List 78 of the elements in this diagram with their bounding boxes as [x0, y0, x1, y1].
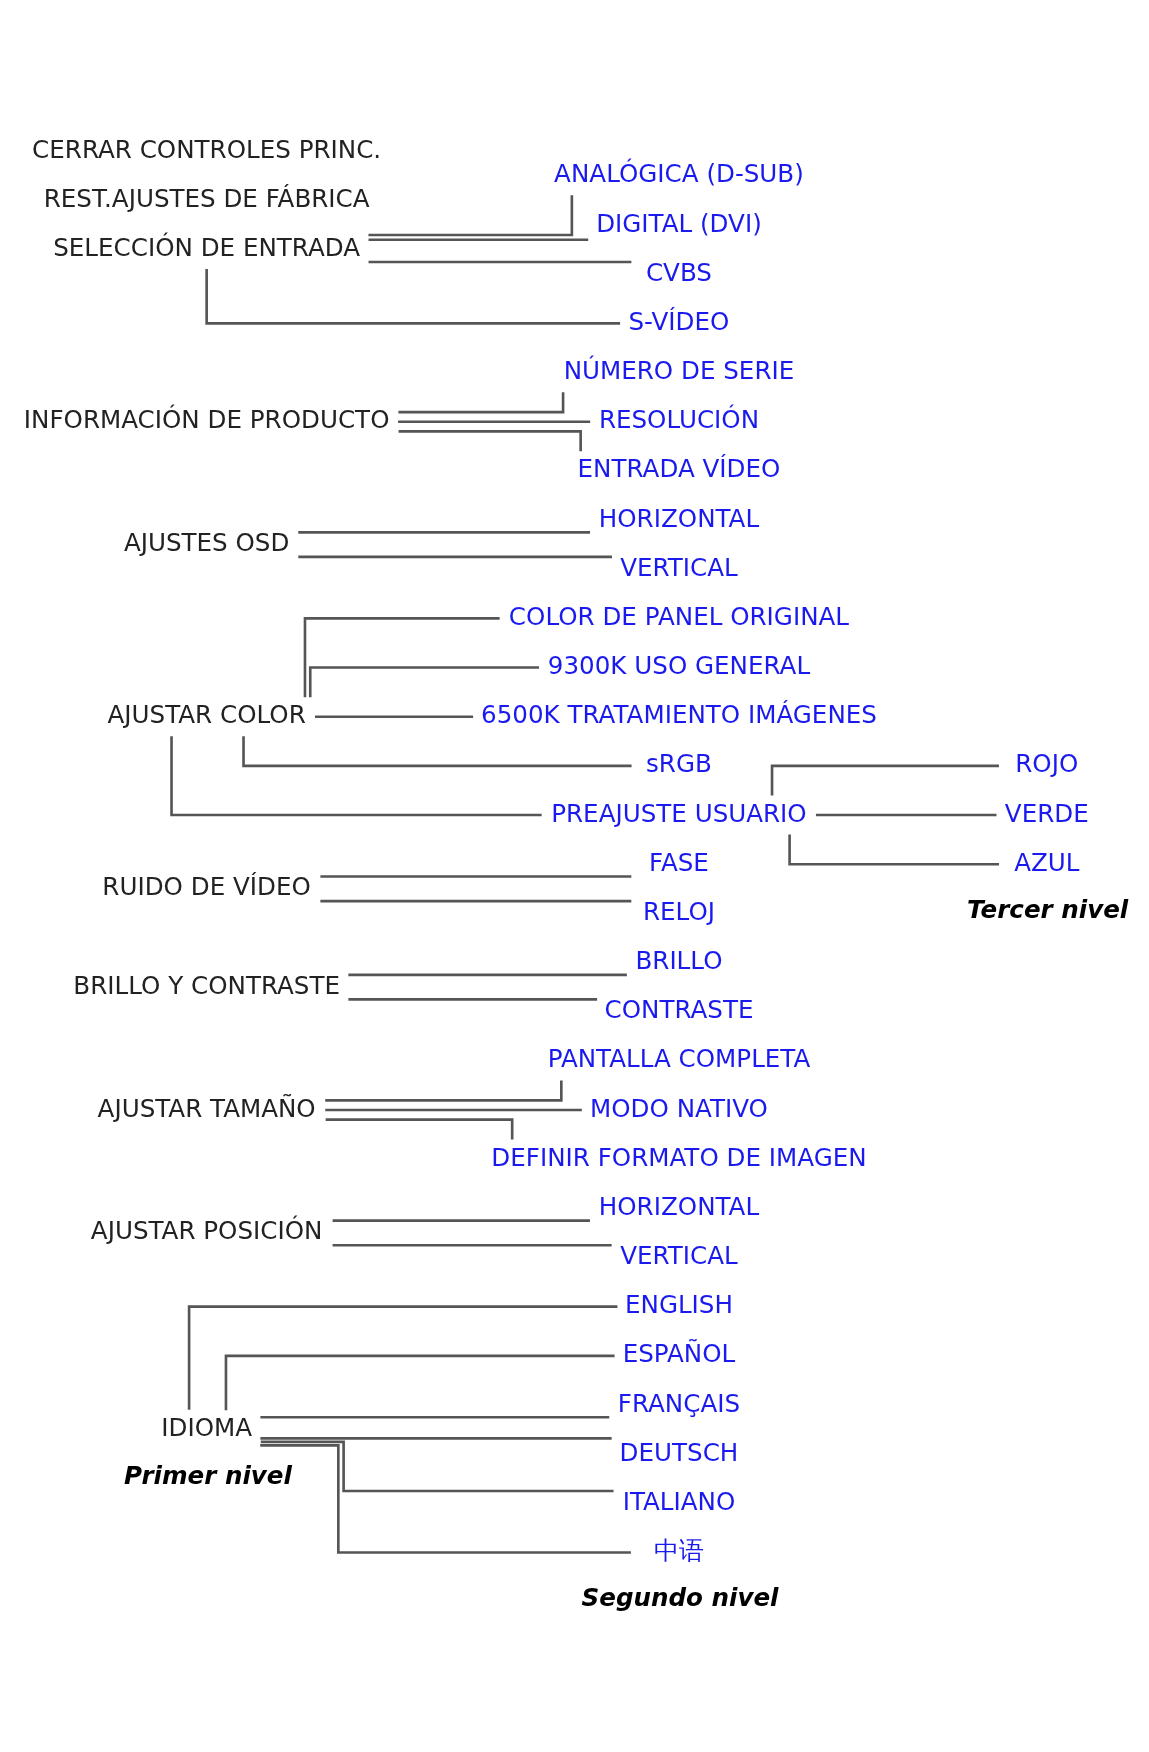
node-text: PANTALLA COMPLETA — [547, 1043, 811, 1073]
node-text: DIGITAL (DVI) — [596, 208, 762, 238]
node-text: AJUSTAR COLOR — [107, 699, 306, 729]
node-text: ENGLISH — [624, 1289, 733, 1319]
node-text: IDIOMA — [161, 1412, 253, 1442]
node-text: SELECCIÓN DE ENTRADA — [53, 232, 361, 262]
node-text: AJUSTES OSD — [123, 527, 290, 557]
connector — [260, 1443, 631, 1554]
connector — [815, 813, 997, 816]
connector — [320, 899, 632, 902]
node-text: FRANÇAIS — [617, 1388, 741, 1417]
connector — [348, 973, 627, 976]
connector — [325, 1108, 582, 1111]
node-text: VERTICAL — [620, 1240, 738, 1270]
label: Primer nivel — [124, 1459, 292, 1489]
node-text: BRILLO — [635, 945, 723, 975]
connector — [260, 1436, 612, 1440]
connector — [368, 260, 632, 263]
connector — [315, 714, 474, 718]
label: Tercer nivel — [966, 894, 1129, 924]
node-text: NÚMERO DE SERIE — [563, 355, 795, 385]
node-text: DEUTSCH — [619, 1437, 739, 1467]
connector — [260, 1415, 610, 1419]
node-text: 中语 — [653, 1535, 704, 1565]
node-text: ITALIANO — [622, 1486, 736, 1516]
label: REST.AJUSTES DE FÁBRICA — [43, 183, 370, 213]
node-text: ANALÓGICA (D-SUB) — [554, 158, 804, 188]
connector — [368, 194, 574, 236]
connector — [224, 1354, 615, 1410]
node-text: VERDE — [1004, 798, 1089, 828]
node-text: BRILLO Y CONTRASTE — [73, 970, 340, 1000]
connector — [170, 735, 542, 816]
label: Segundo nivel — [581, 1582, 779, 1612]
node-text: 6500K TRATAMIENTO IMÁGENES — [481, 699, 877, 729]
connector — [260, 1440, 614, 1492]
node-text: HORIZONTAL — [598, 1191, 760, 1221]
node-text: INFORMACIÓN DE PRODUCTO — [23, 404, 390, 434]
connector — [332, 1243, 612, 1247]
connector — [308, 665, 540, 697]
node-text: FASE — [649, 847, 709, 877]
label: CERRAR CONTROLES PRINC. — [32, 134, 382, 164]
node-text: CVBS — [645, 257, 712, 287]
connector — [398, 391, 565, 413]
node-text: AZUL — [1014, 847, 1080, 877]
connector — [242, 735, 632, 767]
node-text: AJUSTAR POSICIÓN — [90, 1215, 323, 1245]
node-text: RESOLUCIÓN — [598, 404, 760, 434]
connector — [205, 268, 621, 325]
node-text: ESPAÑOL — [622, 1338, 736, 1368]
node-text: AJUSTAR TAMAÑO — [97, 1093, 316, 1123]
node-text: sRGB — [646, 748, 712, 778]
node-text: RELOJ — [642, 896, 715, 926]
connector — [368, 237, 589, 241]
node-text: RUIDO DE VÍDEO — [102, 871, 311, 901]
connector — [298, 555, 612, 558]
connector — [332, 1218, 590, 1222]
node-text: 9300K USO GENERAL — [547, 650, 811, 680]
node-text: DEFINIR FORMATO DE IMAGEN — [491, 1142, 867, 1172]
node-text: CONTRASTE — [604, 994, 754, 1024]
connector — [348, 997, 598, 1001]
node-text: VERTICAL — [620, 552, 738, 582]
connector — [303, 616, 500, 697]
node-text: S-VÍDEO — [628, 306, 730, 336]
node-text: COLOR DE PANEL ORIGINAL — [508, 601, 850, 631]
node-text: ROJO — [1015, 748, 1079, 778]
connector — [788, 834, 1000, 866]
connector — [398, 429, 582, 451]
connector — [320, 874, 632, 878]
connector — [325, 1117, 514, 1139]
node-text: PREAJUSTE USUARIO — [551, 798, 807, 828]
connector — [770, 764, 999, 796]
node-text: HORIZONTAL — [598, 503, 760, 533]
connector — [187, 1304, 618, 1410]
connector — [298, 530, 590, 534]
connector — [325, 1080, 563, 1102]
node-text: ENTRADA VÍDEO — [577, 453, 781, 483]
connector — [398, 419, 591, 423]
node-text: MODO NATIVO — [590, 1093, 768, 1123]
